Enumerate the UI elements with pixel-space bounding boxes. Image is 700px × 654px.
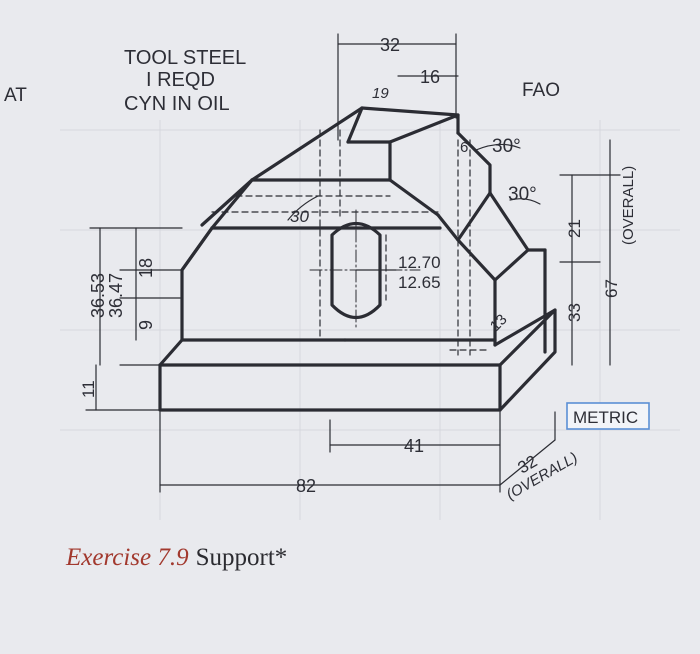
note-finish-all-over: FAO xyxy=(522,80,560,101)
figure-caption: Exercise 7.9 Support* xyxy=(66,543,287,572)
hidden-lines xyxy=(211,129,491,356)
dim-left-max: 36.53 xyxy=(88,273,108,318)
dimension-lines xyxy=(85,33,621,493)
dim-depth-overall-note: (OVERALL) xyxy=(504,449,581,503)
note-material: TOOL STEEL xyxy=(124,47,246,69)
dim-depth-41: 41 xyxy=(404,436,424,456)
dim-left-min: 36.47 xyxy=(106,273,126,318)
dim-top-step: 16 xyxy=(420,67,440,87)
dim-overall-height-note: (OVERALL) xyxy=(620,166,637,245)
dim-hole-max: 12.70 xyxy=(398,253,441,272)
dim-length-82: 82 xyxy=(296,476,316,496)
note-quantity: I REQD xyxy=(146,69,215,91)
dim-chamfer: 6 xyxy=(460,139,468,156)
metric-badge: METRIC xyxy=(566,402,650,430)
dim-overall-height-value: 67 xyxy=(602,279,621,298)
drawing-labels: AT TOOL STEEL I REQD CYN IN OIL FAO 32 1… xyxy=(4,35,637,503)
dim-angle-left: 30 xyxy=(290,207,309,226)
dim-slot-offset: 19 xyxy=(372,85,389,102)
dim-height-13: 13 xyxy=(487,311,511,335)
dim-hole-min: 12.65 xyxy=(398,273,441,292)
note-treatment: CYN IN OIL xyxy=(124,93,230,115)
caption-exercise-number: Exercise 7.9 xyxy=(66,544,189,571)
dim-top-width: 32 xyxy=(380,35,400,55)
dim-left-18: 18 xyxy=(136,258,156,278)
dim-base-11: 11 xyxy=(79,380,98,398)
dim-angle-lower: 30° xyxy=(508,184,537,205)
dim-height-21: 21 xyxy=(565,219,584,238)
dim-height-33: 33 xyxy=(565,303,584,322)
page-edge-text: AT xyxy=(4,85,27,106)
caption-title: Support* xyxy=(195,544,288,571)
dim-left-9: 9 xyxy=(136,320,156,330)
background-grid xyxy=(60,120,680,520)
dim-angle-upper: 30° xyxy=(492,136,521,157)
metric-badge-label: METRIC xyxy=(573,408,638,427)
